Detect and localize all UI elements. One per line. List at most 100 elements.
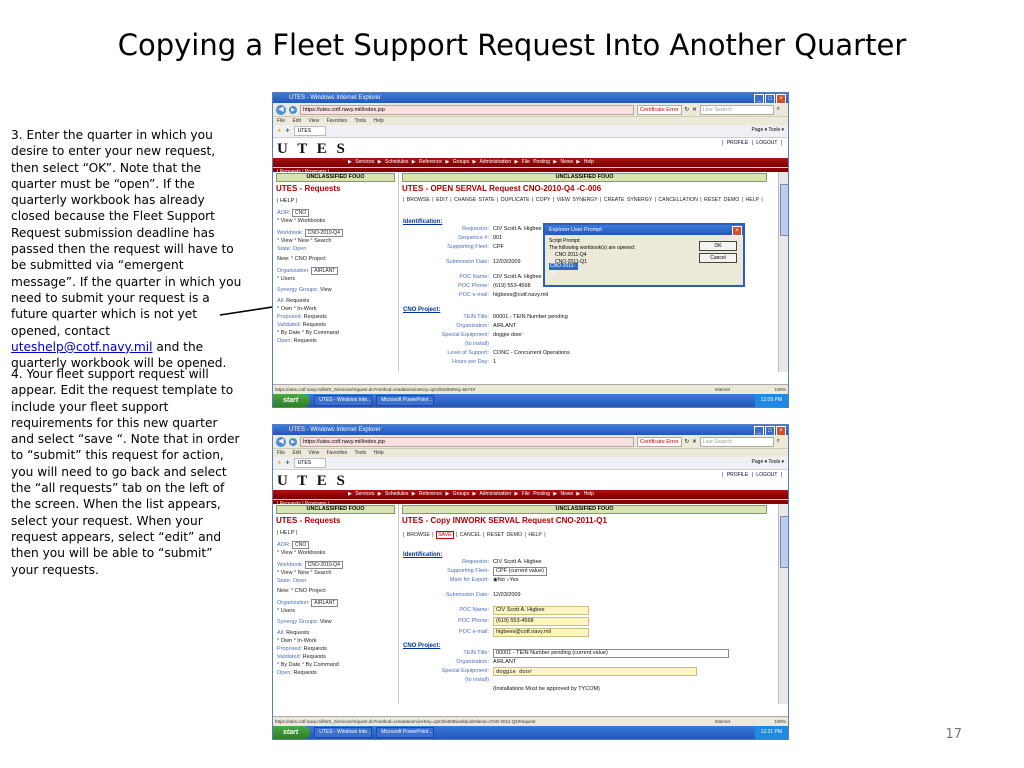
workbook-select[interactable]: CNO-2010-Q4 <box>304 229 343 237</box>
request-actions[interactable]: | BROWSE | EDIT | CHANGE STATE | DUPLICA… <box>403 197 763 203</box>
special-equipment-field[interactable]: doggie door <box>493 667 697 676</box>
aor-select[interactable]: CNO <box>291 209 310 217</box>
browse-link[interactable]: | BROWSE | <box>403 532 434 538</box>
utes-main-nav[interactable]: ▶ Services ▶ Schedules ▶ Reference ▶ Gro… <box>273 158 788 167</box>
screenshot-1: UTES - Windows Internet Explorer _ □ × ◀… <box>272 92 789 408</box>
dialog-close-icon[interactable]: × <box>732 226 742 236</box>
close-icon[interactable]: × <box>776 94 786 104</box>
refresh-icon[interactable]: ↻ <box>684 438 690 445</box>
tein-title-row: TEIN Title:00001 - TEIN Number pending <box>463 314 568 320</box>
own-inwork-links[interactable]: ° Own ° In-Work <box>277 306 317 312</box>
organization-select[interactable]: AIRLANT <box>311 599 339 607</box>
cancel-button[interactable]: Cancel <box>699 253 737 263</box>
certificate-error[interactable]: Certificate Error <box>637 436 682 447</box>
start-button[interactable]: start <box>273 726 311 739</box>
certificate-error[interactable]: Certificate Error <box>637 104 682 115</box>
taskbar-powerpoint[interactable]: Microsoft PowerPoint ... <box>376 727 435 738</box>
synergy-view-link[interactable]: View <box>319 619 332 625</box>
menu-bar[interactable]: File Edit View Favorites Tools Help <box>273 117 788 125</box>
open-requests-link[interactable]: Requests <box>293 670 317 676</box>
stop-icon[interactable]: ✕ <box>692 106 697 113</box>
minimize-icon[interactable]: _ <box>754 426 764 436</box>
view-new-search-links[interactable]: ° View ° New ° Search <box>277 570 332 576</box>
by-date-command-links[interactable]: ° By Date ° By Command <box>277 330 339 336</box>
url-field[interactable]: https://utes.cotf.navy.mil/index.jsp <box>300 104 634 115</box>
favorites-star-icon[interactable]: ★ <box>277 128 282 134</box>
refresh-icon[interactable]: ↻ <box>684 106 690 113</box>
proposed-requests-link[interactable]: Requests <box>303 646 327 652</box>
scrollbar[interactable] <box>778 504 788 704</box>
poc-name-field[interactable]: CIV Scott A. Higbee <box>493 606 589 615</box>
status-bar: https://utes.cotf.navy.mil/WS_Services/r… <box>273 716 788 726</box>
supporting-fleet-row: Supporting Fleet:CPF <box>447 244 504 250</box>
aor-select[interactable]: CNO <box>291 541 310 549</box>
workbook-select[interactable]: CNO-2010-Q4 <box>304 561 343 569</box>
cancel-reset-help-links[interactable]: | CANCEL | RESET DEMO | HELP | <box>456 532 546 538</box>
taskbar-ie[interactable]: UTES - Windows Inte... <box>314 727 373 738</box>
profile-logout-links[interactable]: | PROFILE | LOGOUT | <box>722 140 782 146</box>
browser-tab[interactable]: UTES <box>293 126 327 136</box>
forward-icon[interactable]: ▶ <box>289 437 297 446</box>
users-link[interactable]: ° Users <box>277 276 296 282</box>
browser-tab[interactable]: UTES <box>293 458 327 468</box>
forward-icon[interactable]: ▶ <box>289 105 297 114</box>
poc-phone-field[interactable]: (619) 553-4568 <box>493 617 589 626</box>
live-search-input[interactable]: Live Search <box>699 436 774 447</box>
menu-bar[interactable]: File Edit View Favorites Tools Help <box>273 449 788 457</box>
minimize-icon[interactable]: _ <box>754 94 764 104</box>
help-link[interactable]: | HELP | <box>277 198 298 204</box>
export-radio-group[interactable]: ◉No ○Yes <box>493 577 519 583</box>
proposed-requests-link[interactable]: Requests <box>303 314 327 320</box>
by-date-command-links[interactable]: ° By Date ° By Command <box>277 662 339 668</box>
view-workbooks-links[interactable]: ° View ° Workbooks <box>277 218 326 224</box>
maximize-icon[interactable]: □ <box>765 426 775 436</box>
view-workbooks-links[interactable]: ° View ° Workbooks <box>277 550 326 556</box>
profile-logout-links[interactable]: | PROFILE | LOGOUT | <box>722 472 782 478</box>
validated-requests-link[interactable]: Requests <box>302 322 326 328</box>
scrollbar[interactable] <box>778 172 788 372</box>
scrollbar-thumb[interactable] <box>780 516 788 568</box>
favorites-bar: ★ ✚ UTES Page ▾ Tools ▾ <box>273 457 788 470</box>
zoom-level[interactable]: 100% <box>774 719 786 724</box>
add-favorite-icon[interactable]: ✚ <box>285 460 290 466</box>
ok-button[interactable]: OK <box>699 241 737 251</box>
close-icon[interactable]: × <box>776 426 786 436</box>
workbook-prompt-input[interactable]: CNO-2011-Q1 <box>549 263 578 276</box>
uteshelp-email-link[interactable]: uteshelp@cotf.navy.mil <box>11 339 153 354</box>
all-requests-link[interactable]: Requests <box>286 298 310 304</box>
zoom-level[interactable]: 100% <box>774 387 786 392</box>
supporting-fleet-select[interactable]: CPF (current value) <box>493 567 547 576</box>
taskbar-ie[interactable]: UTES - Windows Inte... <box>314 395 373 406</box>
utes-main-nav[interactable]: ▶ Services ▶ Schedules ▶ Reference ▶ Gro… <box>273 490 788 499</box>
maximize-icon[interactable]: □ <box>765 94 775 104</box>
stop-icon[interactable]: ✕ <box>692 438 697 445</box>
poc-email-field[interactable]: higbees@cotf.navy.mil <box>493 628 589 637</box>
tein-title-select[interactable]: 00001 - TEIN Number pending (current val… <box>493 649 729 658</box>
validated-requests-link[interactable]: Requests <box>302 654 326 660</box>
synergy-view-link[interactable]: View <box>319 287 332 293</box>
open-requests-link[interactable]: Requests <box>293 338 317 344</box>
view-new-search-links[interactable]: ° View ° New ° Search <box>277 238 332 244</box>
back-icon[interactable]: ◀ <box>276 104 286 115</box>
help-link[interactable]: | HELP | <box>277 530 298 536</box>
organization-select[interactable]: AIRLANT <box>311 267 339 275</box>
live-search-input[interactable]: Live Search <box>699 104 774 115</box>
users-link[interactable]: ° Users <box>277 608 296 614</box>
requestor-row: Requestor:CIV Scott A. Higbee <box>462 559 542 565</box>
url-field[interactable]: https://utes.cotf.navy.mil/index.jsp <box>300 436 634 447</box>
page-tools-menu[interactable]: Page ▾ Tools ▾ <box>751 127 784 133</box>
page-tools-menu[interactable]: Page ▾ Tools ▾ <box>751 459 784 465</box>
start-button[interactable]: start <box>273 394 311 407</box>
search-icon[interactable]: ⌕ <box>776 438 780 444</box>
save-button[interactable]: SAVE <box>436 531 454 539</box>
favorites-star-icon[interactable]: ★ <box>277 460 282 466</box>
all-requests-link[interactable]: Requests <box>286 630 310 636</box>
search-icon[interactable]: ⌕ <box>776 106 780 112</box>
taskbar-powerpoint[interactable]: Microsoft PowerPoint ... <box>376 395 435 406</box>
new-project-link[interactable]: New: ° CNO Project <box>277 588 326 594</box>
own-inwork-links[interactable]: ° Own ° In-Work <box>277 638 317 644</box>
add-favorite-icon[interactable]: ✚ <box>285 128 290 134</box>
new-project-link[interactable]: New: ° CNO Project <box>277 256 326 262</box>
scrollbar-thumb[interactable] <box>780 184 788 236</box>
back-icon[interactable]: ◀ <box>276 436 286 447</box>
